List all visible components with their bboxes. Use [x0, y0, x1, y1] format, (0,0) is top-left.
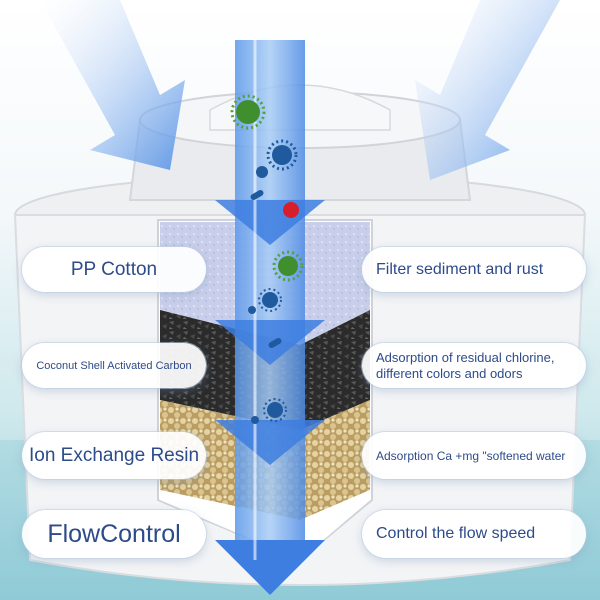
layer-desc-softened-water: Adsorption Ca +mg "softened water: [362, 432, 586, 479]
layer-name: FlowControl: [47, 519, 181, 548]
layer-name: PP Cotton: [70, 258, 158, 280]
rust-particle-icon: [283, 202, 299, 218]
virus-icon: [251, 416, 259, 424]
layer-function: Adsorption Ca +mg "softened water: [376, 448, 566, 463]
arrow-right-in: [415, 0, 560, 180]
bacteria-icon: [230, 94, 266, 130]
layer-desc-sediment: Filter sediment and rust: [362, 247, 586, 292]
virus-icon: [248, 306, 256, 314]
virus-icon: [266, 139, 298, 171]
layer-name: Coconut Shell Activated Carbon: [36, 359, 192, 372]
bacillus-icon: [268, 338, 282, 348]
layer-label-flow-control: FlowControl: [22, 510, 206, 558]
layer-desc-flow-speed: Control the flow speed: [362, 510, 586, 558]
virus-icon: [258, 288, 282, 312]
layer-function: Adsorption of residual chlorine, differe…: [376, 349, 555, 381]
layer-function: Filter sediment and rust: [376, 260, 544, 278]
layer-label-pp-cotton: PP Cotton: [22, 247, 206, 292]
layer-function: Control the flow speed: [376, 525, 536, 542]
bacillus-icon: [250, 190, 264, 200]
layer-desc-chlorine: Adsorption of residual chlorine, differe…: [362, 343, 586, 388]
arrow-left-in: [40, 0, 185, 170]
bacteria-icon: [272, 250, 304, 282]
layer-name: Ion Exchange Resin: [28, 444, 200, 466]
layer-label-activated-carbon: Coconut Shell Activated Carbon: [22, 343, 206, 388]
layer-label-ion-resin: Ion Exchange Resin: [22, 432, 206, 479]
contaminants: [230, 94, 304, 424]
virus-icon: [256, 166, 268, 178]
virus-icon: [263, 398, 287, 422]
